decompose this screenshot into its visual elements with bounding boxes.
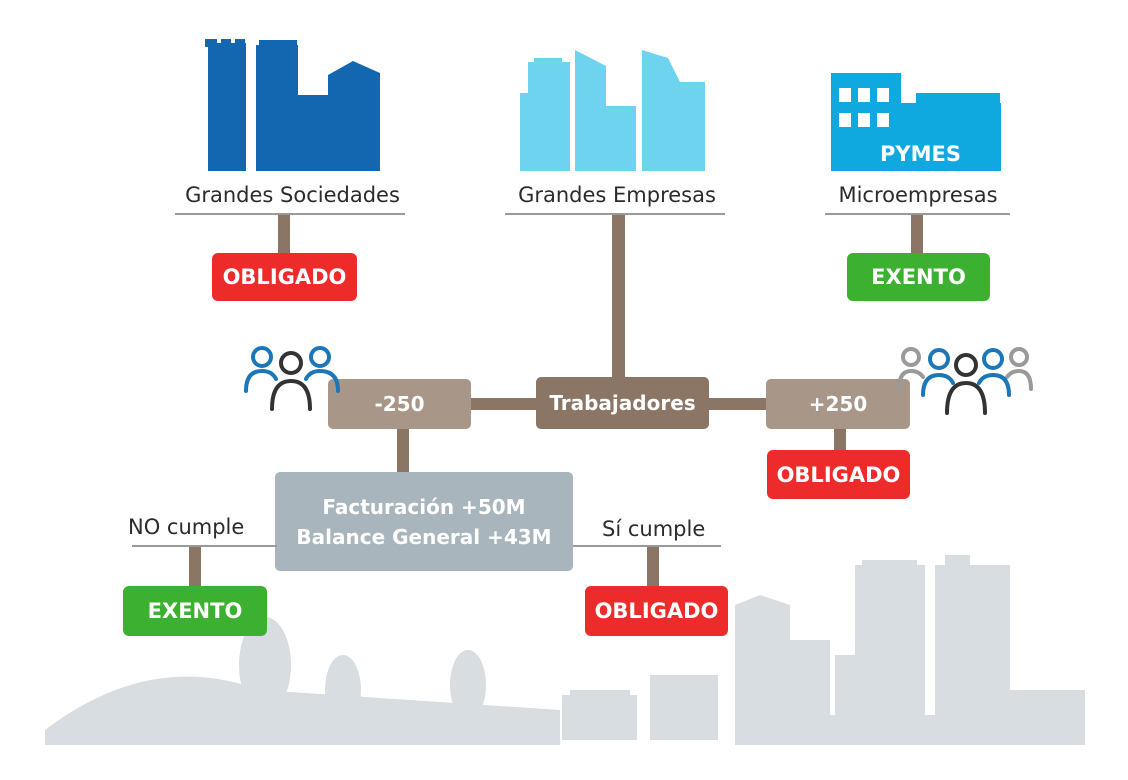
pymes-sign: PYMES bbox=[880, 142, 961, 166]
workers-title-node: Trabajadores bbox=[536, 377, 709, 429]
connector bbox=[647, 547, 659, 587]
grandes-empresas-underline bbox=[505, 213, 725, 215]
microempresas-status-badge: EXENTO bbox=[847, 253, 990, 301]
connector bbox=[834, 428, 846, 452]
connector bbox=[189, 547, 201, 587]
connector bbox=[278, 215, 290, 255]
criteria-line-balance: Balance General +43M bbox=[296, 524, 552, 549]
criteria-line-revenue: Facturación +50M bbox=[322, 494, 526, 519]
connector bbox=[911, 215, 923, 255]
connector bbox=[397, 428, 409, 473]
factory-icon bbox=[831, 73, 1001, 171]
workers-more-status-badge: OBLIGADO bbox=[767, 450, 910, 499]
connector bbox=[707, 398, 767, 410]
people-group-icon bbox=[897, 347, 1033, 415]
no-cumple-status-badge: EXENTO bbox=[123, 586, 267, 636]
grandes-sociedades-label: Grandes Sociedades bbox=[185, 183, 400, 207]
workers-more-node: +250 bbox=[766, 379, 910, 429]
no-cumple-underline bbox=[132, 545, 277, 547]
criteria-box: Facturación +50M Balance General +43M bbox=[275, 472, 573, 571]
grandes-empresas-label: Grandes Empresas bbox=[518, 183, 716, 207]
si-cumple-status-badge: OBLIGADO bbox=[585, 586, 728, 636]
skyscraper-icon bbox=[520, 50, 705, 171]
connector bbox=[470, 398, 538, 410]
grandes-sociedades-status-badge: OBLIGADO bbox=[212, 253, 357, 301]
si-cumple-underline bbox=[573, 545, 721, 547]
microempresas-label: Microempresas bbox=[838, 183, 998, 207]
no-cumple-label: NO cumple bbox=[128, 515, 245, 539]
grandes-sociedades-underline bbox=[175, 213, 405, 215]
skyscraper-icon bbox=[205, 39, 380, 171]
people-group-icon bbox=[244, 346, 340, 411]
microempresas-underline bbox=[825, 213, 1010, 215]
workers-less-node: -250 bbox=[328, 379, 471, 429]
connector bbox=[612, 215, 625, 380]
si-cumple-label: Sí cumple bbox=[602, 517, 706, 541]
